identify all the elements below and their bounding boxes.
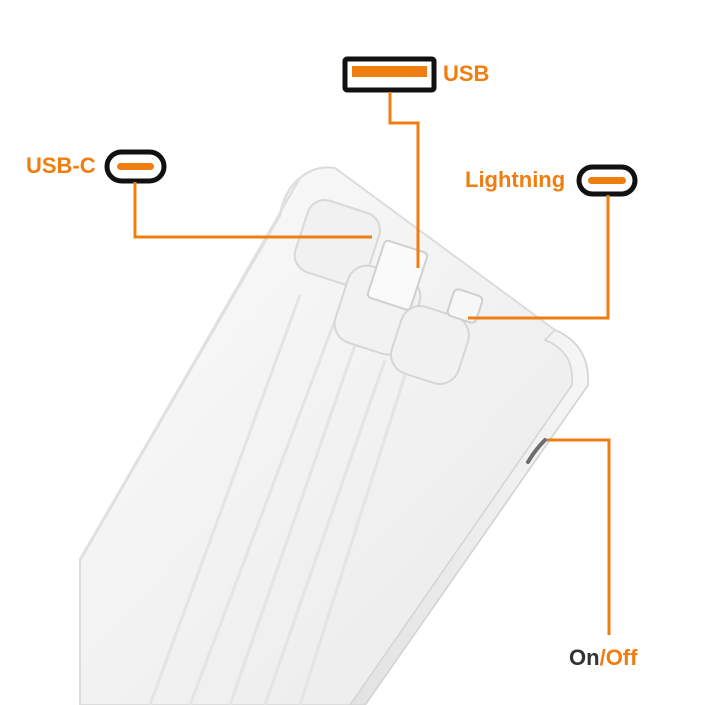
usb-c-port-icon (104, 149, 167, 184)
slash-text: / (599, 645, 606, 670)
on-text: On (569, 645, 600, 670)
usb-c-label: USB-C (26, 153, 96, 178)
on-off-label: On/Off (569, 647, 637, 669)
cable-channels (148, 294, 407, 705)
lightning-port-icon (576, 164, 638, 197)
power-button (526, 438, 547, 464)
usb-a-port-icon (342, 56, 437, 93)
lightning-label: Lightning (465, 167, 566, 192)
lightning-connector (390, 288, 484, 385)
callout-lines (133, 92, 611, 635)
off-text: Off (605, 645, 638, 670)
usb-c-connector (293, 199, 381, 287)
usb-label: USB (443, 61, 490, 86)
